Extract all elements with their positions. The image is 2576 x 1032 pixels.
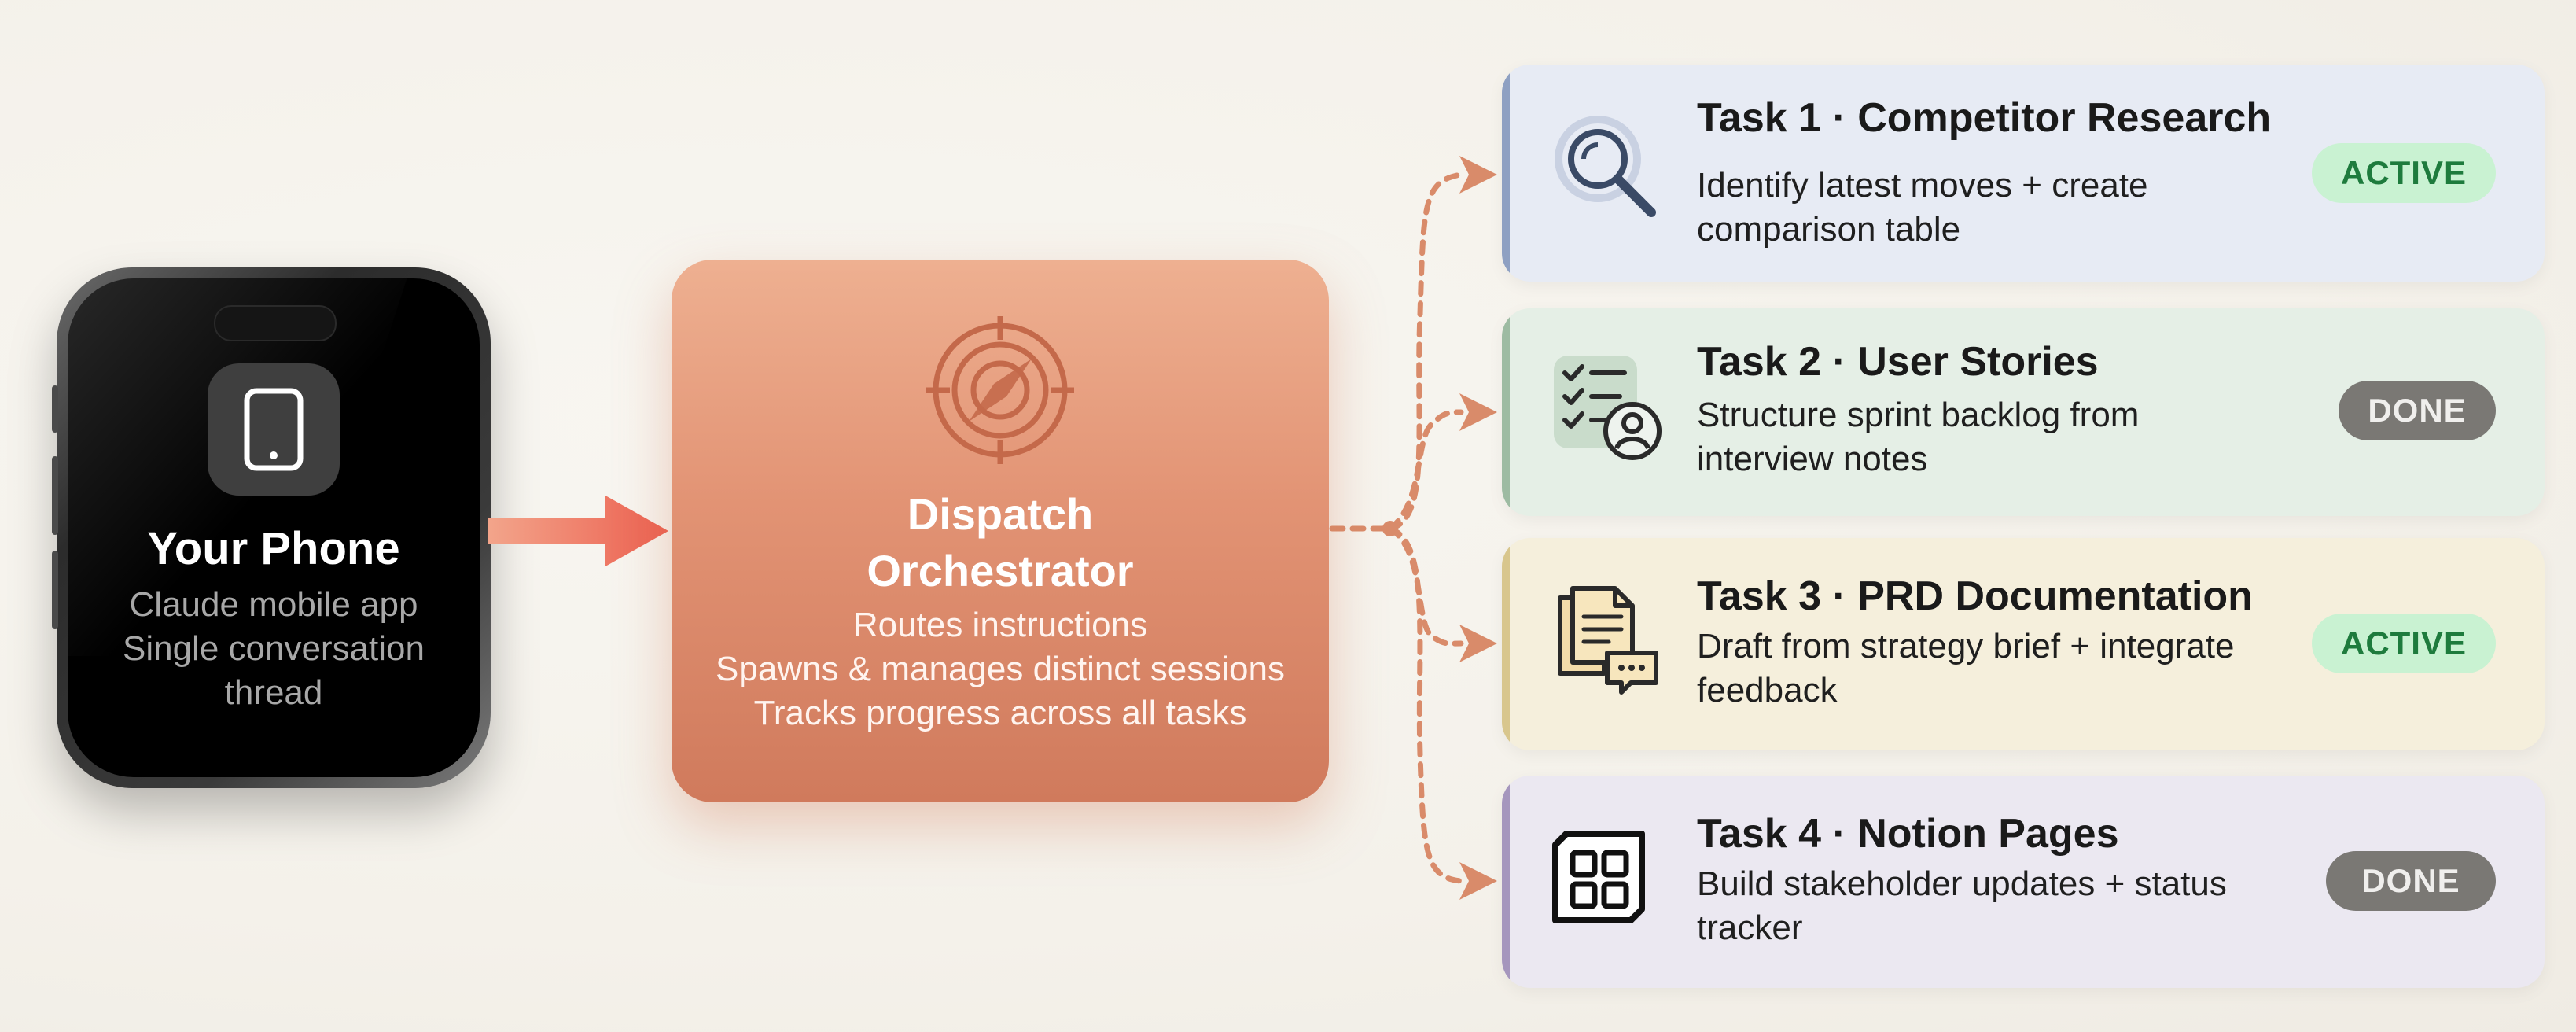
orchestrator-description-line: Routes instructions (852, 606, 1148, 644)
phone-title: Your Phone (147, 523, 400, 574)
connector-task-4 (1387, 525, 1464, 884)
orchestrator-title: Orchestrator (867, 546, 1134, 595)
phone-subtitle-line: thread (224, 673, 323, 712)
connector-junction (1382, 521, 1398, 536)
task-description-line: Build stakeholder updates + status (1697, 864, 2227, 903)
notion-grid-icon (1552, 831, 1645, 923)
checklist-user-icon (1554, 356, 1662, 460)
task-description-line: Draft from strategy brief + integrate (1697, 627, 2235, 665)
card-accent-bar (1502, 64, 1510, 282)
connector-task-2 (1387, 409, 1464, 532)
phone-subtitle-line: Single conversation (122, 629, 425, 668)
connector-arrowhead-2 (1459, 393, 1497, 431)
document-chat-icon (1558, 586, 1658, 695)
connector-arrowhead-4 (1459, 862, 1497, 900)
task-title: Task 1 · Competitor Research (1697, 95, 2272, 141)
magnifier-icon (1555, 116, 1656, 217)
dispatch-orchestrator-card: Dispatch Orchestrator Routes instruction… (672, 260, 1329, 802)
connector-arrowhead-1 (1459, 156, 1497, 194)
connector-task-3 (1387, 525, 1464, 647)
card-accent-bar (1502, 776, 1510, 988)
compass-target-icon (926, 316, 1074, 464)
phone-side-button (52, 385, 58, 433)
status-badge: DONE (2339, 381, 2496, 440)
task-description-line: interview notes (1697, 440, 1928, 478)
orchestrator-description-line: Spawns & manages distinct sessions (716, 650, 1285, 688)
orchestrator-title: Dispatch (907, 489, 1094, 539)
task-title: Task 2 · User Stories (1697, 339, 2099, 385)
task-card-4: Task 4 · Notion Pages Build stakeholder … (1502, 776, 2545, 988)
smartphone-icon (244, 388, 304, 471)
task-description-line: Identify latest moves + create (1697, 166, 2148, 205)
task-card-1: Task 1 · Competitor Research Identify la… (1502, 64, 2545, 282)
task-title: Task 4 · Notion Pages (1697, 811, 2119, 857)
connector-task-1 (1387, 171, 1464, 532)
phone-side-button (52, 551, 58, 629)
phone-screen: Your Phone Claude mobile app Single conv… (68, 278, 480, 777)
task-title: Task 3 · PRD Documentation (1697, 573, 2253, 619)
connector-arrowhead-3 (1459, 625, 1497, 662)
phone-to-orchestrator-arrow (488, 496, 668, 566)
phone-device: Your Phone Claude mobile app Single conv… (52, 267, 491, 788)
orchestrator-description-line: Tracks progress across all tasks (753, 694, 1247, 732)
task-description-line: feedback (1697, 671, 1838, 710)
app-tile (208, 363, 340, 496)
phone-subtitle-line: Claude mobile app (129, 585, 418, 624)
status-badge: ACTIVE (2312, 614, 2496, 673)
card-accent-bar (1502, 538, 1510, 750)
status-badge: ACTIVE (2312, 143, 2496, 203)
card-accent-bar (1502, 308, 1510, 516)
phone-side-button (52, 456, 58, 535)
status-badge: DONE (2326, 851, 2496, 911)
task-description-line: comparison table (1697, 210, 1961, 249)
phone-notch (214, 305, 337, 341)
task-card-3: Task 3 · PRD Documentation Draft from st… (1502, 538, 2545, 750)
task-card-2: Task 2 · User Stories Structure sprint b… (1502, 308, 2545, 516)
task-description-line: Structure sprint backlog from (1697, 396, 2140, 434)
task-description-line: tracker (1697, 909, 1803, 947)
